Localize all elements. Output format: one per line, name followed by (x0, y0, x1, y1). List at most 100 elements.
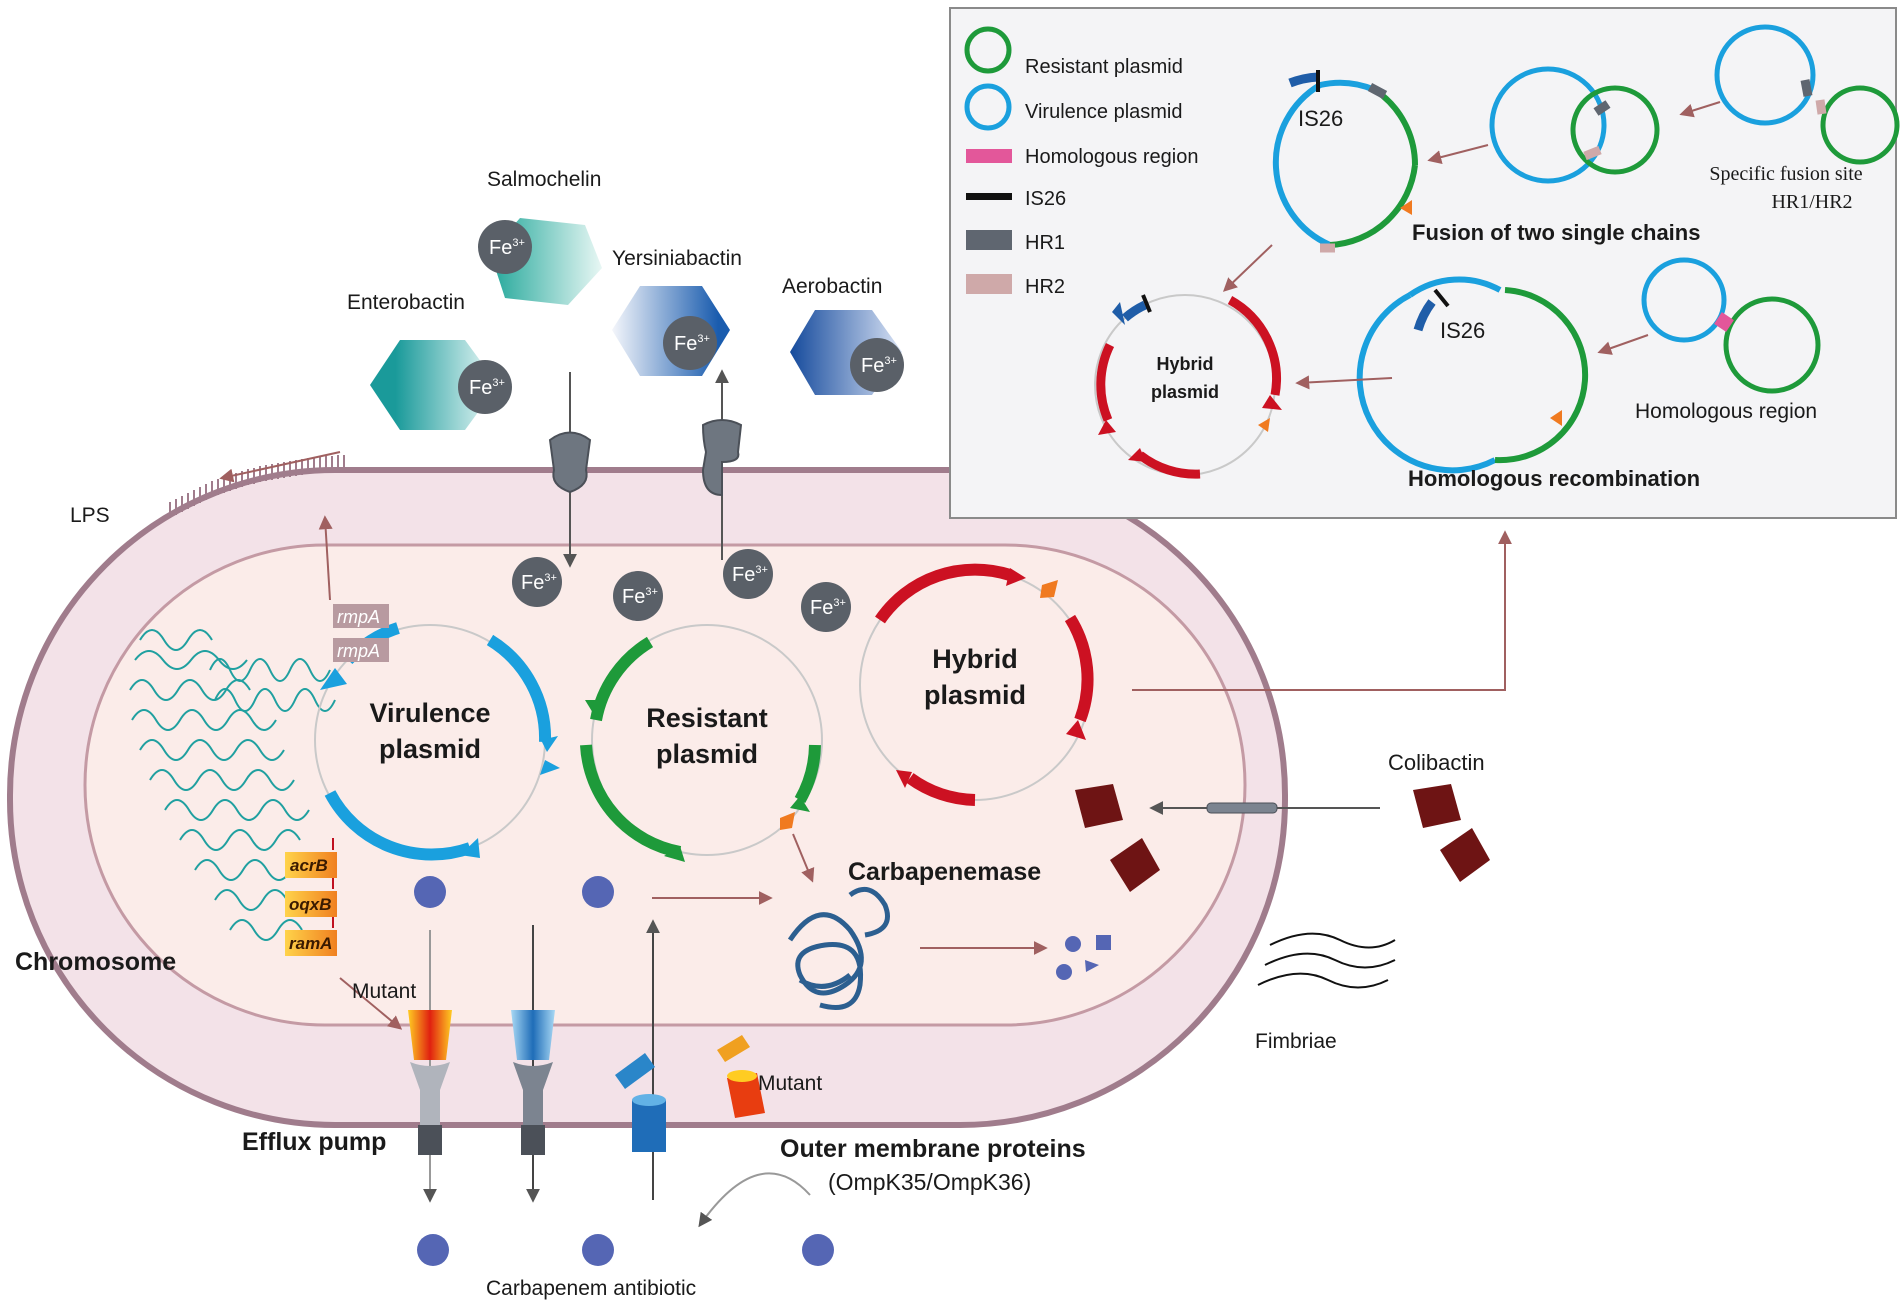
bacterial-cell (7, 467, 1288, 1128)
iron-export-transporter (701, 369, 743, 560)
inset-is26-prefix: IS26 (1298, 106, 1343, 131)
salmochelin-label: Salmochelin (487, 168, 601, 191)
legend-hr2: HR2 (1025, 276, 1065, 298)
fe-ion-text: Fe (489, 237, 512, 259)
inset-arrow-4 (1295, 375, 1393, 390)
svg-text:Fe3+: Fe3+ (810, 597, 846, 619)
fe-ion-text: Fe (521, 572, 544, 594)
mutant-outer-membrane-protein (717, 1035, 765, 1118)
inset-hybrid-label-1: Hybrid (1156, 354, 1213, 374)
svg-text:Fe3+: Fe3+ (732, 564, 768, 586)
fe-ion-text: Fe (810, 597, 833, 619)
homologous-region-label: Homologous region (1635, 400, 1817, 423)
rmpa-label-2: rmpA (337, 641, 380, 661)
fe-charge-text: 3+ (544, 572, 557, 584)
chromosome-label: Chromosome (15, 948, 176, 976)
hybrid-plasmid-label-line1: Hybrid (932, 644, 1018, 674)
svg-text:Fe3+: Fe3+ (861, 355, 897, 377)
iron-ions-cytoplasm: Fe3+ Fe3+ Fe3+ Fe3+ (512, 549, 851, 632)
carbapenemase-enzyme (787, 886, 890, 1010)
fe-ion-text: Fe (469, 377, 492, 399)
colibactin-transporter (1149, 801, 1380, 815)
fe-ion-text: Fe (674, 333, 697, 355)
inset-arrow-3 (1222, 244, 1273, 292)
yersiniabactin-siderophore: Yersiniabactin Fe3+ (612, 247, 742, 376)
hybrid-to-inset-connector (1132, 530, 1512, 691)
fe-ion-text: Fe (732, 564, 755, 586)
oqxb-gene (285, 891, 337, 917)
figure-eight-fusion (1489, 66, 1660, 184)
ompk-label: (OmpK35/OmpK36) (828, 1169, 1031, 1195)
hybrid-plasmid: Hybrid plasmid (859, 563, 1094, 806)
porin-channel (615, 919, 666, 1200)
fused-plasmid-top (1272, 70, 1419, 253)
legend-resistant-plasmid: Resistant plasmid (1025, 56, 1183, 78)
legend-hr1: HR1 (1025, 232, 1065, 254)
fusion-title: Fusion of two single chains (1412, 220, 1700, 245)
iron-import-transporter (548, 372, 592, 568)
fe-charge-text: 3+ (697, 333, 710, 345)
mutant-omp-label: Mutant (758, 1072, 822, 1095)
hybrid-plasmid-label-line2: plasmid (924, 680, 1026, 710)
inset-panel (949, 7, 1897, 519)
svg-text:Fe3+: Fe3+ (469, 377, 505, 399)
aerobactin-label: Aerobactin (782, 275, 882, 298)
salmochelin-siderophore: Salmochelin Fe3+ (478, 168, 602, 305)
rama-label: ramA (289, 934, 332, 953)
inset-is26-prefix-b: IS26 (1440, 318, 1485, 343)
inset-arrow-5 (1597, 334, 1649, 355)
fe-ion-text: Fe (622, 586, 645, 608)
svg-text:IS26: IS26 (1440, 318, 1485, 343)
blocked-entry-arrow (698, 1172, 811, 1228)
colibactin-molecules (1075, 784, 1490, 892)
legend-virulence-plasmid: Virulence plasmid (1025, 101, 1183, 123)
mutant-efflux-label: Mutant (352, 980, 416, 1003)
fe-ion-text: Fe (861, 355, 884, 377)
fimbriae-label: Fimbriae (1255, 1030, 1337, 1053)
legend-homologous-region: Homologous region (1025, 146, 1198, 168)
inset-arrow-2 (1427, 144, 1489, 164)
svg-text:Fe3+: Fe3+ (489, 237, 525, 259)
inset-arrow-1 (1679, 101, 1721, 118)
lps-arrow (219, 451, 341, 483)
cell-inner-membrane (83, 543, 1247, 1027)
recombined-plasmid-bottom (1356, 276, 1589, 474)
resistant-to-carbapenemase-arrow (792, 833, 815, 883)
carbapenem-antibiotic-label: Carbapenem antibiotic (486, 1277, 696, 1300)
legend-is26: IS26 (1025, 188, 1066, 210)
degraded-antibiotic-fragments (1056, 935, 1111, 980)
enterobactin-label: Enterobactin (347, 291, 465, 314)
outer-membrane-proteins-label: Outer membrane proteins (780, 1135, 1086, 1163)
efflux-pump-mutant (408, 930, 452, 1203)
recombination-title: Homologous recombination (1408, 466, 1700, 491)
fe-charge-text: 3+ (884, 355, 897, 367)
resistant-plasmid-label-line1: Resistant (646, 703, 768, 733)
fe-charge-text: 3+ (833, 597, 846, 609)
acrb-gene (285, 852, 337, 878)
aerobactin-siderophore: Aerobactin Fe3+ (782, 275, 904, 395)
fimbriae (1257, 932, 1396, 989)
resistance-genes: acrB oqxB ramA (285, 838, 337, 956)
rmpa-genes: rmpA rmpA (318, 515, 389, 662)
inset-legend: Resistant plasmid Virulence plasmid Homo… (964, 26, 1198, 298)
enterobactin-siderophore: Enterobactin Fe3+ (347, 291, 512, 430)
mutant-to-pump-arrow (339, 977, 403, 1030)
virulence-plasmid-label-line1: Virulence (369, 698, 490, 728)
plasmid-fusion-inset: Resistant plasmid Virulence plasmid Homo… (949, 7, 1900, 519)
resistant-plasmid-label-line2: plasmid (656, 739, 758, 769)
fe-charge-text: 3+ (645, 586, 658, 598)
virulence-plasmid-label-line2: plasmid (379, 734, 481, 764)
svg-text:Fe3+: Fe3+ (622, 586, 658, 608)
inset-hybrid-label-2: plasmid (1151, 382, 1219, 402)
fe-charge-text: 3+ (492, 377, 505, 389)
efflux-pump-label: Efflux pump (242, 1128, 386, 1156)
fusion-site-label-2: HR1/HR2 (1771, 191, 1852, 213)
svg-text:Fe3+: Fe3+ (674, 333, 710, 355)
rmpa-label-1: rmpA (337, 607, 380, 627)
svg-text:Fe3+: Fe3+ (521, 572, 557, 594)
inset-hybrid-plasmid: Hybrid plasmid (1094, 294, 1282, 479)
antibiotic-molecules-inside (414, 876, 614, 908)
efflux-pump (511, 925, 555, 1203)
rama-gene (285, 930, 337, 956)
